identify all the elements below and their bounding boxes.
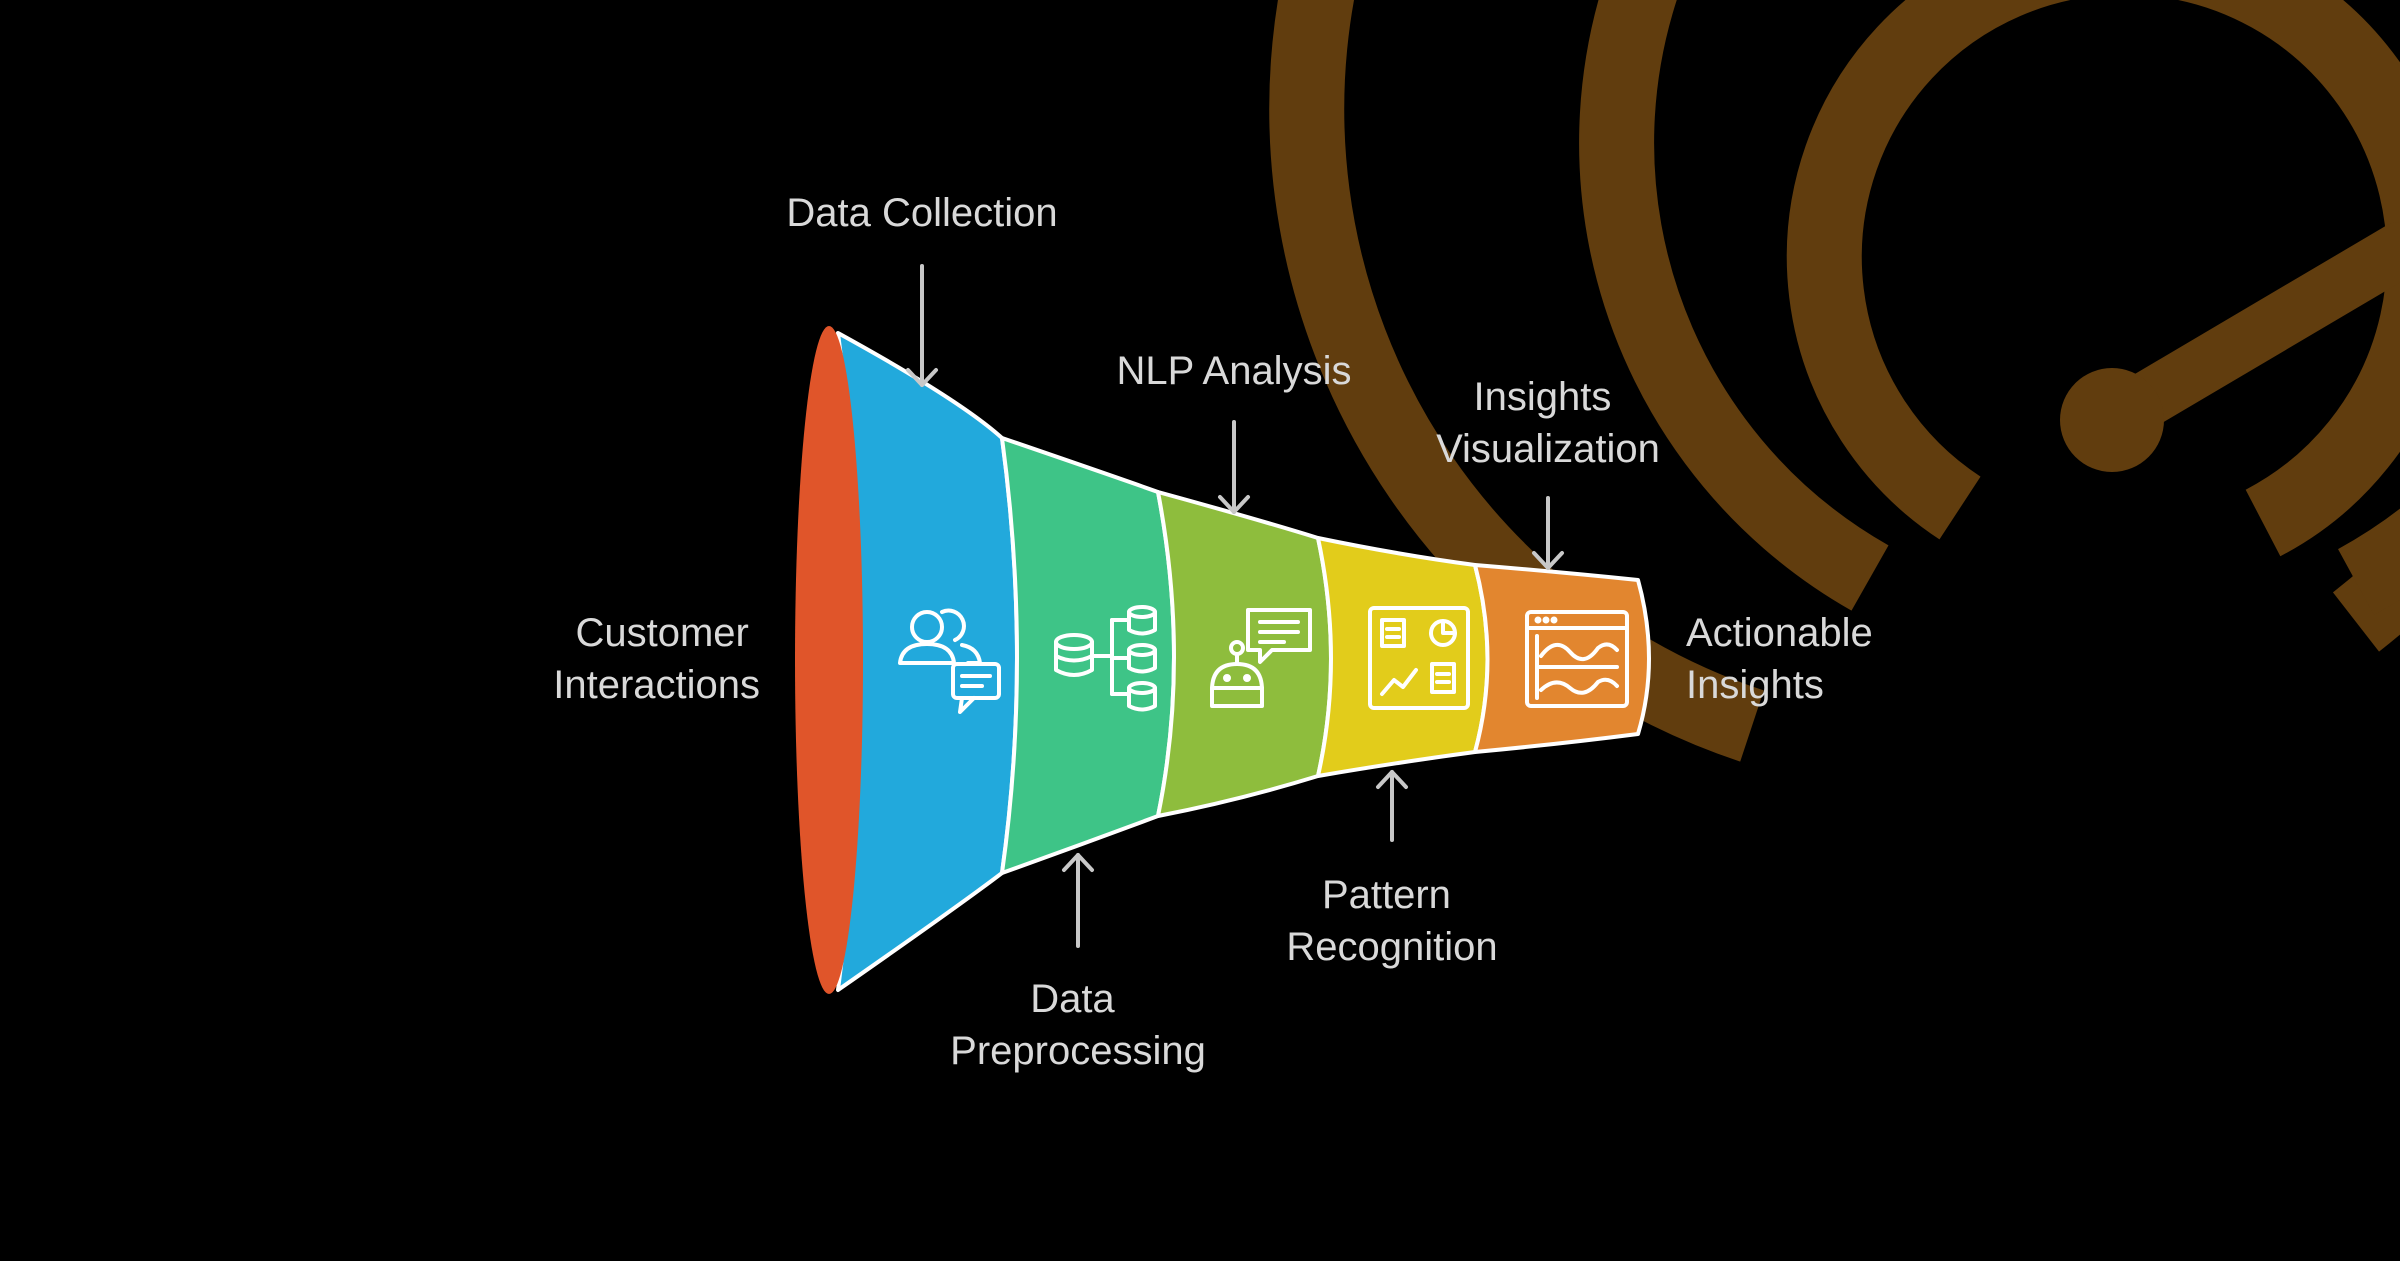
gauge-middle-arc — [1579, 0, 2400, 615]
gauge-speedometer-icon — [1269, 0, 2400, 762]
stage-label-data-preprocessing: Data Preprocessing — [950, 977, 1206, 1073]
input-label: Customer Interactions — [553, 611, 760, 707]
gauge-needle — [2084, 222, 2400, 448]
arrow-insights-visualization — [1532, 496, 1564, 570]
stage-label-nlp-analysis: NLP Analysis — [1117, 349, 1352, 393]
gauge-hub — [2060, 368, 2164, 472]
output-label: Actionable Insights — [1686, 611, 1884, 707]
browser-chart-icon — [1525, 610, 1629, 708]
gauge-outer-arc — [1269, 0, 2400, 762]
funnel-segment-insights-visualization — [1473, 563, 1651, 754]
funnel — [795, 326, 1651, 994]
arrow-nlp-analysis — [1218, 420, 1250, 514]
arrow-pattern-recognition — [1376, 770, 1408, 842]
database-flow-icon — [1054, 605, 1157, 712]
funnel-mouth — [795, 326, 863, 994]
users-chat-icon — [898, 608, 1001, 714]
stage-label-pattern-recognition: Pattern Recognition — [1286, 873, 1497, 969]
funnel-segment-pattern-recognition — [1316, 536, 1490, 778]
robot-chat-icon — [1210, 608, 1312, 708]
stage-label-data-collection: Data Collection — [786, 191, 1057, 235]
gauge-inner-arc — [1786, 0, 2400, 557]
arrow-data-collection — [906, 264, 938, 387]
stage-label-insights-visualization: Insights Visualization — [1436, 375, 1660, 471]
arrow-data-preprocessing — [1062, 853, 1094, 948]
funnel-segment-nlp-analysis — [1156, 490, 1333, 818]
dashboard-icon — [1368, 606, 1470, 710]
